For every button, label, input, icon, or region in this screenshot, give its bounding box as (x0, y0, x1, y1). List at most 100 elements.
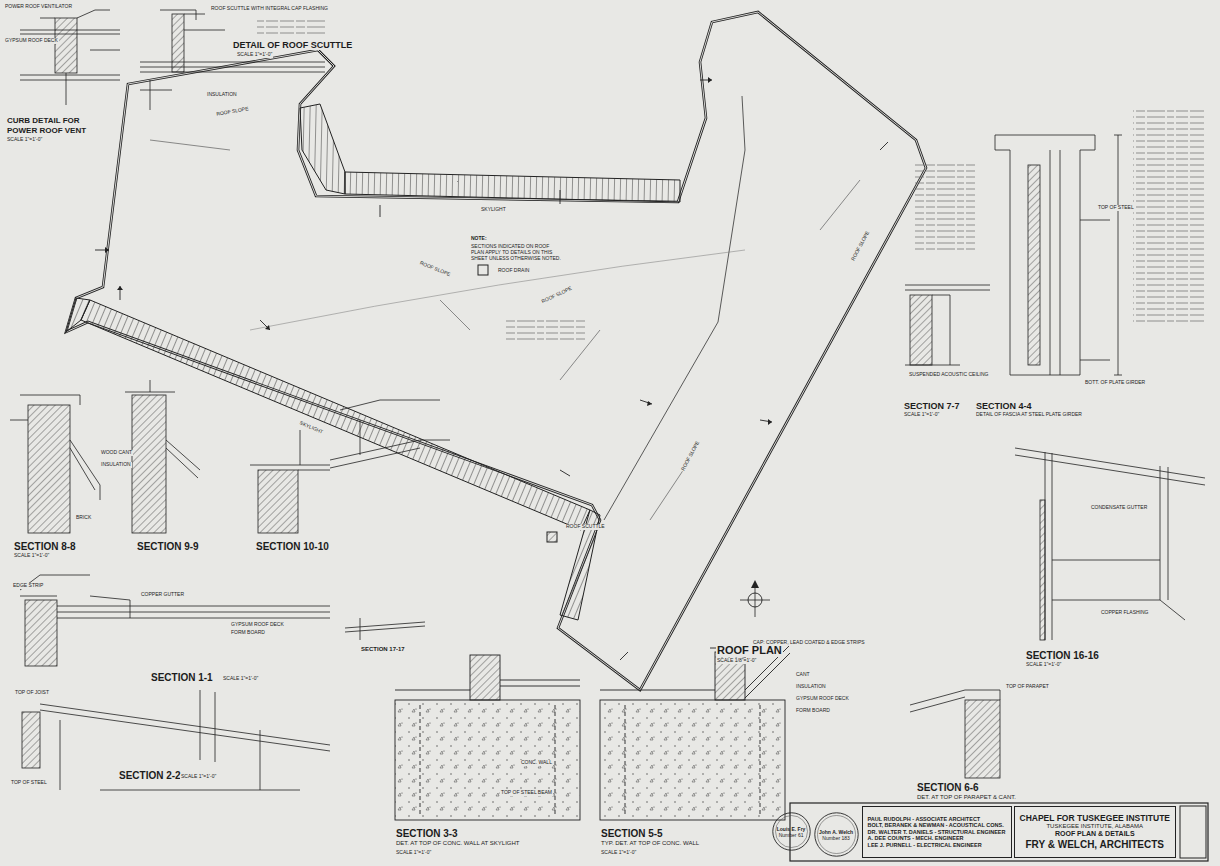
slope-note: ROOF SLOPE (540, 285, 574, 305)
parapet-skylight-sections (910, 448, 1205, 778)
note-text: COPPER GUTTER (140, 592, 185, 598)
section-title: SECTION 16-16 (1025, 650, 1100, 662)
project-title: TUSKEGEE INSTITUTE, ALABAMA (1020, 823, 1171, 830)
note-text: CONC. WALL (520, 760, 553, 766)
note-text: TOP OF PARAPET (1005, 684, 1050, 690)
note-text: DETAIL OF FASCIA AT STEEL PLATE GIRDER (975, 412, 1087, 418)
roof-edge-lines (250, 400, 450, 470)
hidden-line (625, 705, 760, 815)
section-title: SECTION 4-4 (975, 401, 1033, 411)
plan-title: ROOF PLAN (716, 644, 783, 657)
section-title: SECTION 7-7 (903, 401, 961, 411)
consultant-name: DR. WALTER T. DANIELS - STRUCTURAL ENGIN… (868, 829, 1006, 836)
note-text: CANT (795, 672, 811, 678)
note-text: INSULATION (100, 462, 132, 468)
consultant-list: PAUL RUDOLPH - ASSOCIATE ARCHITECTBOLT, … (862, 806, 1012, 858)
slope-line (250, 250, 745, 330)
scuttle-lines (140, 10, 325, 110)
fascia-details (905, 110, 1205, 375)
wall-section (910, 295, 932, 365)
detail-title: CURB DETAIL FOR (6, 116, 81, 125)
scale-note: SCALE 1"=1'-0" (236, 52, 273, 58)
section-title: SECTION 17-17 (360, 646, 406, 653)
note-text: SECTIONS INDICATED ON ROOF PLAN APPLY TO… (470, 244, 562, 261)
roof-outline (66, 12, 926, 690)
note-text: TOP OF STEEL BEAM (500, 790, 553, 796)
note-text: CONDENSATE GUTTER (1090, 505, 1148, 511)
curb-detail (20, 10, 120, 105)
scale-note: SCALE 1"=1'-0" (1025, 662, 1062, 668)
north-arrow (740, 583, 770, 617)
skylight-frame (1015, 448, 1205, 640)
curb-lines (20, 10, 120, 105)
note-text: BOTT. OF PLATE GIRDER (1084, 380, 1146, 386)
scale-note: SCALE 1"=1'-0" (13, 553, 50, 559)
cant-lines (910, 690, 1000, 712)
note-text: GYPSUM ROOF DECK (230, 622, 285, 628)
wall-section (258, 470, 298, 533)
consultant-name: BOLT, BERANEK & NEWMAN - ACOUSTICAL CONS… (868, 822, 1006, 829)
title-block-frame (790, 803, 1208, 861)
note-text: SKYLIGHT (298, 420, 325, 436)
wall-section (132, 395, 166, 533)
seal-text: Number 183 (822, 835, 850, 841)
seal-text: John A. Welch (819, 829, 853, 835)
skylight-hook (300, 104, 345, 194)
section-title: SECTION 8-8 (13, 541, 77, 553)
cant-lines (125, 380, 200, 478)
curb-section (55, 18, 77, 73)
roof-scuttle-symbol (547, 532, 557, 542)
detail-title: POWER ROOF VENT (6, 126, 87, 135)
scale-note: SCALE 1"=1'-0" (222, 676, 259, 682)
wood-nailer (470, 655, 500, 700)
note-text: GYPSUM ROOF DECK (4, 38, 59, 44)
note-text: TOP OF JOIST (14, 690, 50, 696)
project-title-cell: CHAPEL FOR TUSKEGEE INSTITUTETUSKEGEE IN… (1014, 806, 1177, 858)
note-text: CAP: COPPER, LEAD COATED & EDGE STRIPS (752, 640, 866, 646)
seal-text: Number 61 (779, 832, 804, 838)
section-cut-mark (95, 80, 888, 660)
project-title: CHAPEL FOR TUSKEGEE INSTITUTE (1020, 813, 1171, 823)
roof-layers (395, 680, 580, 690)
section-title: SECTION 1-1 (150, 672, 214, 684)
note-text: FORM BOARD (230, 630, 266, 636)
roof-drain-symbol (478, 265, 488, 275)
girder-lines (1050, 135, 1122, 375)
note-text: TOP OF STEEL (10, 780, 48, 786)
note-text: SKYLIGHT (480, 207, 507, 213)
project-title: FRY & WELCH, ARCHITECTS (1020, 839, 1171, 851)
concrete-wall (600, 700, 785, 820)
illegible-note (505, 320, 585, 344)
note-text: DET. AT TOP OF CONC. WALL AT SKYLIGHT (395, 840, 520, 847)
seal-text: Louis E. Fry (777, 826, 806, 832)
section-title: SECTION 10-10 (255, 541, 330, 553)
slope-note: ROOF SLOPE (215, 106, 250, 118)
registration-seal: John A. WelchNumber 183 (814, 812, 859, 857)
skylight-hook (66, 298, 90, 332)
illegible-note (1133, 110, 1205, 325)
section-title: SECTION 2-2 (118, 770, 182, 782)
note-text: INSULATION (206, 92, 238, 98)
scale-note: SCALE 1"=1'-0" (903, 412, 940, 418)
note-text: EDGE STRIP (12, 583, 44, 589)
scale-note: SCALE 1"=1'-0" (180, 774, 217, 780)
note-text: POWER ROOF VENTILATOR (4, 4, 73, 10)
cant-lines (10, 395, 100, 500)
slope-note: ROOF SLOPE (850, 230, 871, 263)
note-text: BRICK (75, 515, 92, 521)
note-text: TOP OF STEEL (1097, 205, 1135, 211)
scuttle-detail (140, 10, 325, 110)
scale-note: SCALE 1/8"=1'-0" (716, 658, 757, 664)
illegible-note (915, 160, 975, 250)
consultant-name: PAUL RUDOLPH - ASSOCIATE ARCHITECT (868, 816, 1006, 823)
note-text: SUSPENDED ACOUSTIC CEILING (908, 372, 989, 378)
hidden-line (420, 705, 555, 815)
mullion-section (1040, 500, 1045, 640)
section-title: SECTION 3-3 (395, 828, 459, 840)
parapet-section (965, 700, 1000, 778)
girder-outline (995, 135, 1095, 375)
seal-ring (814, 813, 857, 856)
section-title: SECTION 6-6 (916, 782, 980, 794)
note-text: DET. AT TOP OF PARAPET & CANT. (916, 794, 1017, 801)
